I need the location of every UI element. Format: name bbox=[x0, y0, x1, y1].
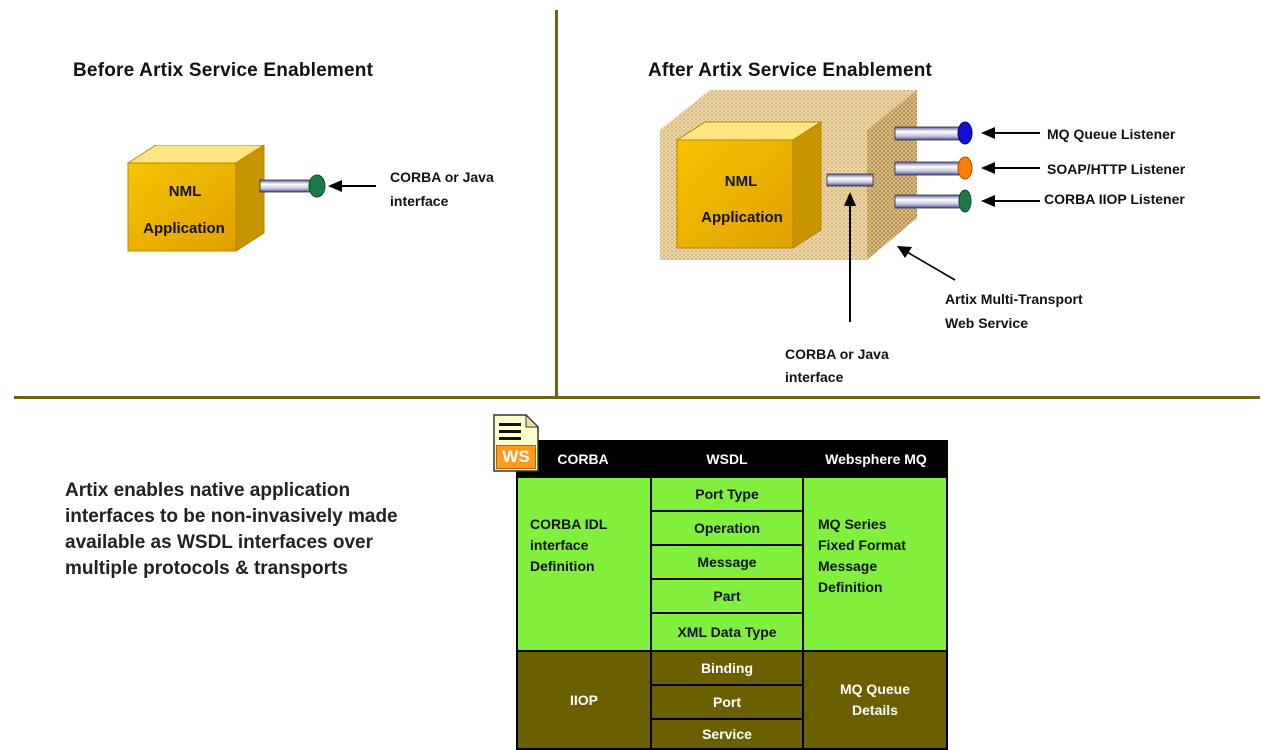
summary-line: available as WSDL interfaces over bbox=[65, 532, 374, 553]
ws-document-icon: WS bbox=[492, 413, 542, 473]
wsdl-cell-part: Part bbox=[650, 578, 804, 614]
mq-pipe bbox=[894, 126, 961, 141]
wsdl-cell-port-type: Port Type bbox=[650, 476, 804, 512]
interface-arrow-head bbox=[844, 192, 856, 206]
before-interface-label-line1: CORBA or Java bbox=[390, 169, 494, 185]
mq-def-line: Message bbox=[818, 558, 878, 574]
mq-def-line: MQ Series bbox=[818, 516, 887, 532]
mq-transport-line: Details bbox=[852, 702, 898, 718]
mq-transport-line: MQ Queue bbox=[839, 681, 910, 697]
soap-connector-knob bbox=[957, 156, 973, 180]
corba-def-line: CORBA IDL bbox=[530, 516, 608, 532]
corba-iiop-listener-label: CORBA IIOP Listener bbox=[1044, 191, 1185, 207]
mq-connector-knob bbox=[957, 121, 973, 145]
corba-connector-knob bbox=[958, 189, 972, 213]
summary-line: interfaces to be non-invasively made bbox=[65, 506, 398, 527]
after-inner-pipe bbox=[826, 173, 874, 187]
wsdl-cell-xml-data-type: XML Data Type bbox=[650, 612, 804, 652]
after-inner-cube-front bbox=[676, 139, 794, 249]
mq-queue-listener-label: MQ Queue Listener bbox=[1047, 126, 1176, 142]
wsdl-cell-operation: Operation bbox=[650, 510, 804, 546]
before-app-line2: Application bbox=[143, 220, 225, 237]
before-cube-front bbox=[127, 162, 237, 252]
corba-pipe bbox=[894, 194, 961, 209]
mq-definition-cell: MQ Series Fixed Format Message Definitio… bbox=[802, 476, 948, 652]
corba-transport-cell: IIOP bbox=[516, 650, 652, 750]
mq-def-line: Fixed Format bbox=[818, 537, 906, 553]
before-interface-label-line2: interface bbox=[390, 193, 449, 209]
corba-def-line: interface bbox=[530, 537, 589, 553]
after-diagram bbox=[660, 90, 1040, 322]
vertical-divider bbox=[555, 10, 558, 398]
before-diagram bbox=[126, 145, 376, 252]
after-app-line2: Application bbox=[701, 209, 783, 226]
artix-label-line1: Artix Multi-Transport bbox=[945, 291, 1083, 307]
artix-arrow-head bbox=[897, 246, 912, 258]
after-outer-cube-top bbox=[660, 90, 917, 130]
wsdl-cell-binding: Binding bbox=[650, 650, 804, 686]
horizontal-divider bbox=[14, 396, 1260, 399]
summary-text: Artix enables native application interfa… bbox=[65, 478, 398, 582]
mq-def-line: Definition bbox=[818, 579, 883, 595]
after-title: After Artix Service Enablement bbox=[648, 60, 933, 81]
wsdl-cell-message: Message bbox=[650, 544, 804, 580]
ws-icon-label: WS bbox=[496, 445, 536, 469]
soap-pipe bbox=[894, 161, 961, 176]
after-interface-label-line1: CORBA or Java bbox=[785, 346, 889, 362]
artix-label-line2: Web Service bbox=[945, 315, 1029, 331]
before-connector-knob bbox=[308, 174, 326, 198]
summary-line: Artix enables native application bbox=[65, 480, 351, 501]
header-websphere-mq: Websphere MQ bbox=[804, 440, 948, 478]
before-cube-side bbox=[235, 145, 265, 252]
mq-transport-cell: MQ Queue Details bbox=[802, 650, 948, 750]
before-title: Before Artix Service Enablement bbox=[73, 60, 374, 81]
wsdl-cell-service: Service bbox=[650, 718, 804, 750]
corba-definition-cell: CORBA IDL interface Definition bbox=[516, 476, 652, 652]
before-pipe bbox=[259, 179, 313, 193]
soap-http-listener-label: SOAP/HTTP Listener bbox=[1047, 161, 1186, 177]
after-app-line1: NML bbox=[724, 173, 758, 190]
mapping-table: CORBA WSDL Websphere MQ CORBA IDL interf… bbox=[516, 440, 948, 750]
before-arrow-head bbox=[328, 180, 342, 192]
before-app-line1: NML bbox=[168, 183, 202, 200]
header-wsdl: WSDL bbox=[650, 440, 804, 478]
after-interface-label-line2: interface bbox=[785, 369, 844, 385]
corba-def-line: Definition bbox=[530, 558, 595, 574]
summary-line: multiple protocols & transports bbox=[65, 558, 348, 579]
wsdl-cell-port: Port bbox=[650, 684, 804, 720]
